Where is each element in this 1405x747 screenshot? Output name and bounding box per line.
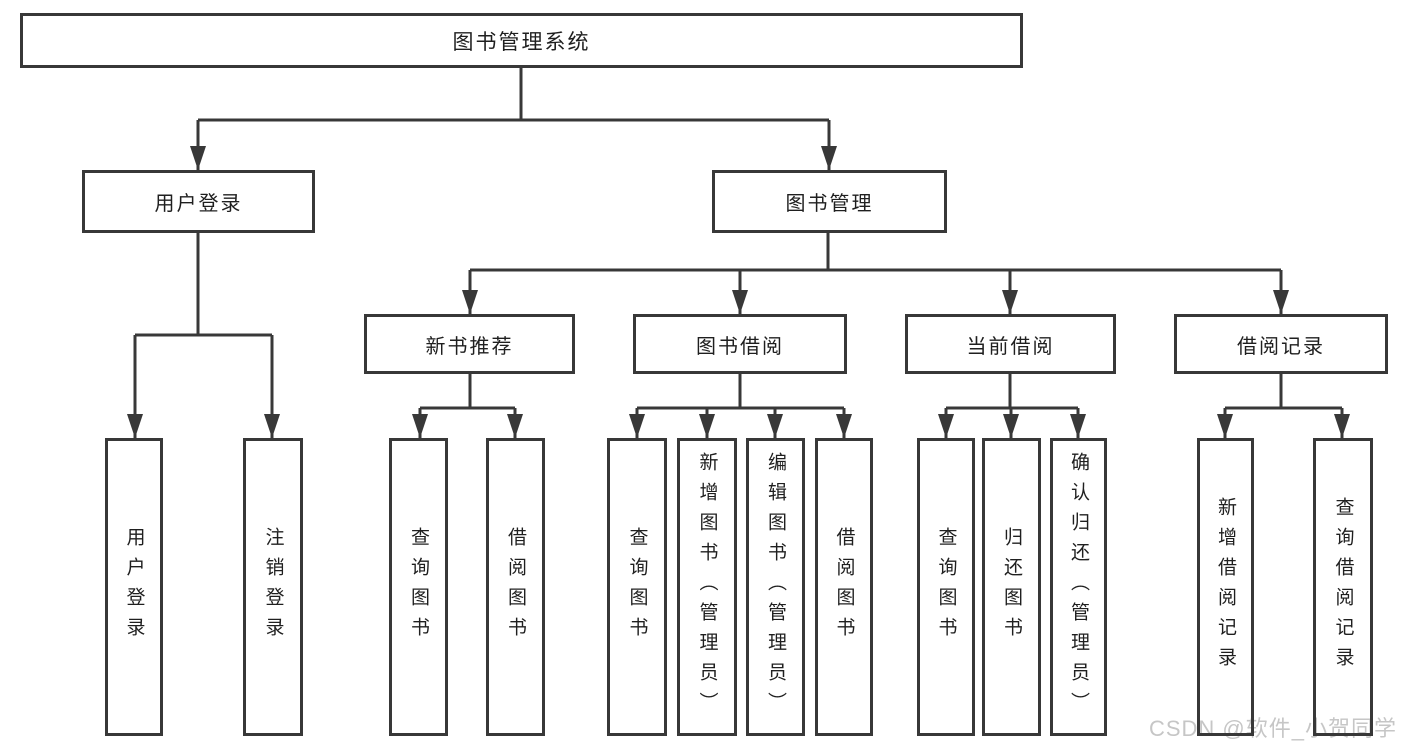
leaf-bb-add-books-admin: 新增图书（管理员） [677,438,737,736]
leaf-cb-return-books-label: 归还图书 [1001,527,1022,647]
node-book-borrow-label: 图书借阅 [696,335,784,358]
leaf-nbr-borrow-books: 借阅图书 [486,438,545,736]
node-current-borrow: 当前借阅 [905,314,1116,374]
leaf-cb-confirm-return-admin-label: 确认归还（管理员） [1068,452,1089,722]
node-new-book-recommend-label: 新书推荐 [425,335,514,358]
leaf-cb-query-books: 查询图书 [917,438,975,736]
node-user-login-label: 用户登录 [154,193,243,215]
leaf-br-add-record: 新增借阅记录 [1197,438,1254,736]
leaf-bb-query-books: 查询图书 [607,438,667,736]
leaf-nbr-borrow-books-label: 借阅图书 [505,527,526,647]
node-root-label: 图书管理系统 [452,30,591,54]
leaf-br-add-record-label: 新增借阅记录 [1215,497,1236,677]
leaf-bb-query-books-label: 查询图书 [626,527,648,647]
leaf-cb-confirm-return-admin: 确认归还（管理员） [1050,438,1107,736]
node-current-borrow-label: 当前借阅 [966,335,1055,358]
leaf-bb-edit-books-admin: 编辑图书（管理员） [746,438,805,736]
node-borrow-records: 借阅记录 [1174,314,1388,374]
leaf-bb-borrow-books: 借阅图书 [815,438,873,736]
leaf-br-query-record-label: 查询借阅记录 [1332,497,1354,677]
node-book-management: 图书管理 [712,170,947,233]
leaf-logout: 注销登录 [243,438,303,736]
leaf-cb-query-books-label: 查询图书 [935,527,957,647]
node-new-book-recommend: 新书推荐 [364,314,575,374]
leaf-cb-return-books: 归还图书 [982,438,1041,736]
leaf-bb-borrow-books-label: 借阅图书 [833,527,855,647]
leaf-user-login: 用户登录 [105,438,163,736]
leaf-br-query-record: 查询借阅记录 [1313,438,1373,736]
node-book-borrow: 图书借阅 [633,314,847,374]
node-user-login: 用户登录 [82,170,315,233]
leaf-bb-edit-books-admin-label: 编辑图书（管理员） [765,452,786,722]
node-book-management-label: 图书管理 [785,193,874,215]
leaf-nbr-query-books-label: 查询图书 [408,527,429,647]
node-root: 图书管理系统 [20,13,1023,68]
node-borrow-records-label: 借阅记录 [1237,335,1325,358]
leaf-bb-add-books-admin-label: 新增图书（管理员） [696,452,718,722]
leaf-nbr-query-books: 查询图书 [389,438,448,736]
leaf-user-login-label: 用户登录 [123,527,145,647]
leaf-logout-label: 注销登录 [262,527,284,647]
